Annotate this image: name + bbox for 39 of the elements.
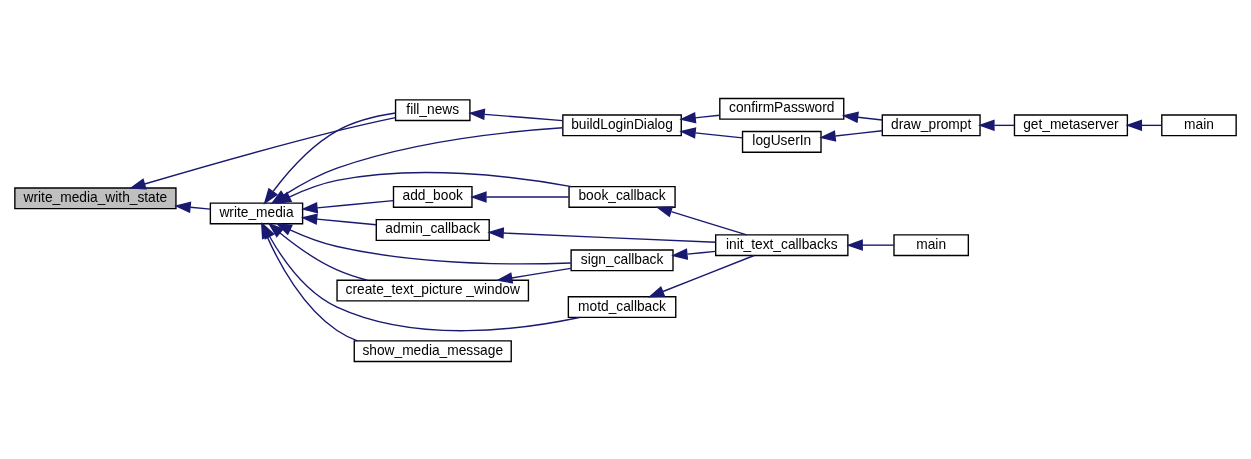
arrow [487,226,717,243]
arrow [275,222,572,264]
arrow [671,247,717,260]
node-box: confirmPassword [719,97,845,120]
arrow [846,238,895,251]
arrow [495,267,572,284]
node-box: logUserIn [741,130,822,153]
node-box: admin_callback [375,218,490,241]
arrow [468,108,564,121]
arrow [679,111,721,123]
node-box: write_media_with_state [14,186,177,209]
node-box: book_callback [568,185,676,208]
node-box: write_media [209,201,304,224]
node-box: create_text_picture _window [336,279,530,302]
arrow [301,199,394,214]
arrow [174,201,211,213]
node-box: add_book [392,185,473,208]
node-box: init_text_callbacks [715,233,849,256]
node-box: draw_prompt [881,113,981,136]
arrow [300,212,377,225]
node-box: motd_callback [567,295,677,318]
arrow [978,119,1015,131]
arrow [655,205,748,235]
arrow [841,111,883,123]
node-box: show_media_message [353,339,512,362]
arrow [819,129,883,142]
arrow [679,126,744,139]
arrow [470,190,570,203]
node-box: fill_news [394,98,471,121]
arrow [1125,119,1163,131]
arrow [267,222,368,281]
node-box: buildLoginDialog [562,113,682,136]
node-box: sign_callback [570,248,674,271]
node-box: main [893,233,970,256]
node-box: main [1161,113,1237,136]
arrow [129,116,397,189]
arrow [647,254,755,297]
arrow [274,171,573,204]
node-box: get_metaserver [1013,113,1129,136]
